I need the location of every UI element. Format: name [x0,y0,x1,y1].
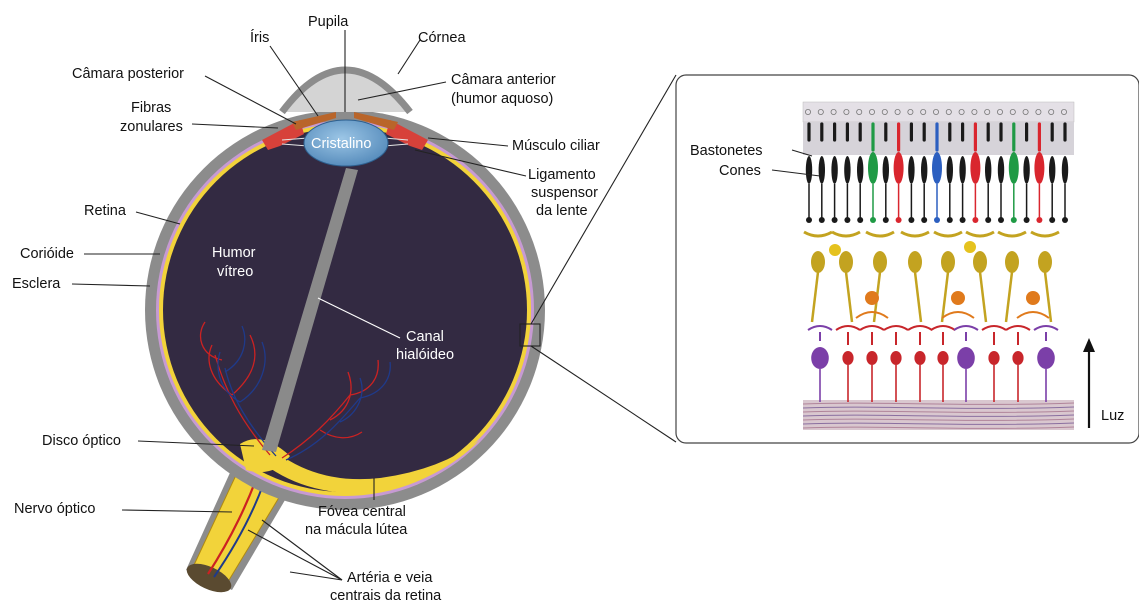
ganglion-cell [1037,347,1055,369]
amacrine-cell [865,291,879,305]
ganglion-cell [957,347,975,369]
label-camara-anterior-2: (humor aquoso) [451,91,553,107]
horizontal-cell [964,241,976,253]
label-coroide: Corióide [20,246,74,262]
bipolar-cell [908,251,922,273]
label-arteria-2: centrais da retina [330,588,442,604]
label-cornea: Córnea [418,30,466,46]
label-camara-anterior-1: Câmara anterior [451,72,556,88]
bipolar-cell [973,251,987,273]
ganglion-cell [811,347,829,369]
label-bastonetes: Bastonetes [690,143,763,159]
label-ligamento-2: suspensor [531,185,598,201]
label-iris: Íris [250,29,269,46]
label-camara-posterior: Câmara posterior [72,66,184,82]
amacrine-cell [1026,291,1040,305]
label-ligamento-3: da lente [536,203,588,219]
label-fovea-1: Fóvea central [318,504,406,520]
label-nervo: Nervo óptico [14,501,95,517]
label-esclera: Esclera [12,276,61,292]
label-fibras-1: Fibras [131,100,171,116]
bipolar-cell [1038,251,1052,273]
ganglion-cell [1012,351,1023,365]
ganglion-cell [988,351,999,365]
amacrine-cell [951,291,965,305]
label-arteria-1: Artéria e veia [347,570,433,586]
bipolar-cell [873,251,887,273]
label-fibras-2: zonulares [120,119,183,135]
bipolar-cell [839,251,853,273]
label-pupila: Pupila [308,14,349,30]
ganglion-cell [937,351,948,365]
ganglion-cell [866,351,877,365]
label-fovea-2: na mácula lútea [305,522,408,538]
label-luz: Luz [1101,408,1124,424]
label-musculo-ciliar: Músculo ciliar [512,138,600,154]
bipolar-cell [811,251,825,273]
label-humor-1: Humor [212,245,256,261]
ganglion-cell [890,351,901,365]
label-cones: Cones [719,163,761,179]
bipolar-cell [1005,251,1019,273]
horizontal-cell [829,244,841,256]
ganglion-cell [842,351,853,365]
label-retina: Retina [84,203,127,219]
label-humor-2: vítreo [217,264,253,280]
label-canal-2: hialóideo [396,347,454,363]
label-disco: Disco óptico [42,433,121,449]
label-ligamento-1: Ligamento [528,167,596,183]
bipolar-cell [941,251,955,273]
label-canal-1: Canal [406,329,444,345]
ganglion-cell [914,351,925,365]
label-cristalino: Cristalino [311,136,371,152]
